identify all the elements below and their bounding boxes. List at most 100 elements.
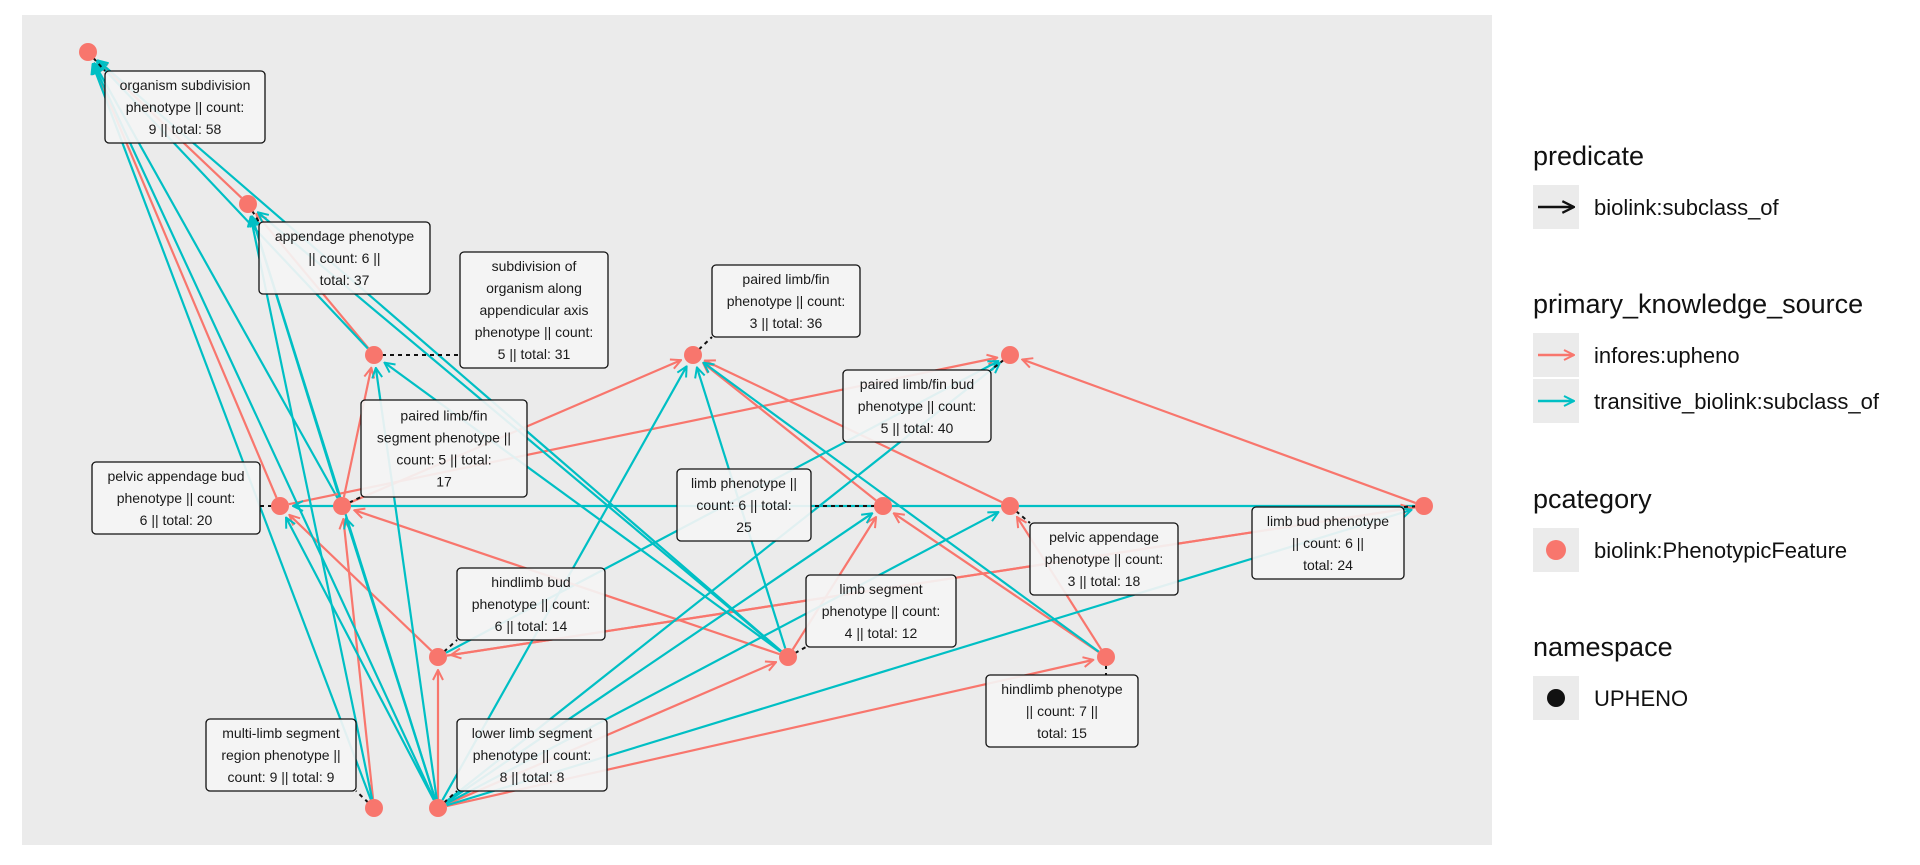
- edge-multi-limb-segment-to-organism-subdivision: [93, 64, 372, 800]
- edge-hindlimb-to-paired-limb-fin: [703, 363, 1100, 653]
- node-label-line: total: 24: [1303, 557, 1353, 573]
- node-label-line: pelvic appendage bud: [107, 468, 244, 484]
- node-label-box: [91, 461, 261, 535]
- edge-hindlimb-to-limb: [894, 513, 1100, 653]
- node-label-line: 6 || total: 20: [140, 512, 213, 528]
- node-label-line: total: 37: [320, 272, 370, 288]
- node-label-line: 25: [736, 519, 752, 535]
- node-label-line: limb segment: [839, 581, 922, 597]
- node-label-line: phenotype || count:: [858, 398, 977, 414]
- legend-label-subclass-of: biolink:subclass_of: [1594, 195, 1780, 220]
- node-label-line: appendage phenotype: [275, 228, 415, 244]
- node-label-box: [676, 468, 812, 542]
- node-label-line: paired limb/fin bud: [860, 376, 974, 392]
- legend-primary-knowledge-source: primary_knowledge_source infores:upheno …: [1533, 289, 1880, 423]
- node-label-line: region phenotype ||: [221, 747, 340, 763]
- legend-pcategory: pcategory biolink:PhenotypicFeature: [1533, 484, 1847, 572]
- node-label-line: 17: [436, 474, 452, 490]
- node-label-line: paired limb/fin: [742, 271, 829, 287]
- node-lower-limb-segment[interactable]: [429, 799, 447, 817]
- node-appendage[interactable]: [239, 195, 257, 213]
- node-label-box: [456, 718, 608, 792]
- node-paired-limb-fin-bud[interactable]: [1001, 346, 1019, 364]
- node-label-box: [456, 567, 606, 641]
- node-label-line: organism along: [486, 280, 582, 296]
- node-label-line: limb phenotype ||: [691, 475, 797, 491]
- node-label-line: phenotype || count:: [117, 490, 236, 506]
- node-label-multi-limb-segment: multi-limb segment region phenotype || cou…: [205, 718, 357, 792]
- node-label-limb-segment: limb segment phenotype || count: 4 || tota…: [805, 574, 957, 648]
- node-label-line: 8 || total: 8: [500, 769, 565, 785]
- node-label-limb-bud: limb bud phenotype || count: 6 || total: 2…: [1251, 506, 1405, 580]
- node-multi-limb-segment[interactable]: [365, 799, 383, 817]
- node-organism-subdivision[interactable]: [79, 43, 97, 61]
- node-label-limb: limb phenotype || count: 6 || total: 25: [676, 468, 812, 542]
- node-label-line: phenotype || count:: [822, 603, 941, 619]
- node-label-box: [1029, 522, 1179, 596]
- node-label-box: [1251, 506, 1405, 580]
- node-subdivision-axis[interactable]: [365, 346, 383, 364]
- node-limb-segment[interactable]: [779, 648, 797, 666]
- node-label-line: paired limb/fin: [400, 408, 487, 424]
- node-label-line: subdivision of: [492, 258, 577, 274]
- node-label-line: 4 || total: 12: [845, 625, 918, 641]
- node-label-paired-limb-fin: paired limb/fin phenotype || count: 3 || t…: [711, 264, 861, 338]
- edge-multi-limb-segment-to-appendage: [251, 217, 374, 800]
- node-layer: [79, 43, 1433, 817]
- node-pelvic-appendage-bud[interactable]: [271, 497, 289, 515]
- node-label-line: multi-limb segment: [222, 725, 340, 741]
- node-label-lower-limb-segment: lower limb segment phenotype || count: 8 |…: [456, 718, 608, 792]
- legend: predicate biolink:subclass_of primary_kn…: [1533, 141, 1880, 720]
- node-paired-limb-fin-segment[interactable]: [333, 497, 351, 515]
- legend-namespace: namespace UPHENO: [1533, 632, 1688, 720]
- node-label-line: hindlimb bud: [491, 574, 570, 590]
- node-label-line: lower limb segment: [472, 725, 593, 741]
- node-hindlimb-bud[interactable]: [429, 648, 447, 666]
- node-label-line: phenotype || count:: [473, 747, 592, 763]
- legend-label-upheno-namespace: UPHENO: [1594, 686, 1688, 711]
- node-pelvic-appendage[interactable]: [1001, 497, 1019, 515]
- edge-multi-limb-segment-to-paired-limb-fin-segment: [343, 519, 375, 800]
- node-label-line: || count: 6 ||: [308, 250, 380, 266]
- legend-title-namespace: namespace: [1533, 632, 1673, 662]
- legend-label-upheno: infores:upheno: [1594, 343, 1740, 368]
- node-limb[interactable]: [874, 497, 892, 515]
- node-label-line: appendicular axis: [480, 302, 589, 318]
- node-label-line: 5 || total: 40: [881, 420, 954, 436]
- node-label-box: [985, 674, 1139, 748]
- node-label-line: 6 || total: 14: [495, 618, 568, 634]
- edge-limb-bud-to-paired-limb-fin-bud: [1022, 359, 1416, 504]
- node-paired-limb-fin[interactable]: [684, 346, 702, 364]
- node-label-line: 5 || total: 31: [498, 346, 571, 362]
- node-label-line: pelvic appendage: [1049, 529, 1159, 545]
- legend-title-pcategory: pcategory: [1533, 484, 1652, 514]
- node-label-line: total: 15: [1037, 725, 1087, 741]
- node-label-pelvic-appendage-bud: pelvic appendage bud phenotype || count: 6…: [91, 461, 261, 535]
- node-label-line: segment phenotype ||: [377, 430, 511, 446]
- edge-paired-limb-fin-segment-to-subdivision-axis: [342, 368, 371, 498]
- legend-label-phenotypic-feature: biolink:PhenotypicFeature: [1594, 538, 1847, 563]
- edge-limb-to-paired-limb-fin: [703, 363, 877, 502]
- node-label-hindlimb-bud: hindlimb bud phenotype || count: 6 || tota…: [456, 567, 606, 641]
- node-label-line: limb bud phenotype: [1267, 513, 1389, 529]
- node-label-line: 3 || total: 36: [750, 315, 823, 331]
- node-label-subdivision-axis: subdivision of organism along appendicular…: [459, 251, 609, 369]
- node-limb-bud[interactable]: [1415, 497, 1433, 515]
- node-label-line: phenotype || count:: [1045, 551, 1164, 567]
- node-label-line: || count: 6 ||: [1292, 535, 1364, 551]
- node-label-box: [842, 369, 992, 443]
- node-label-line: phenotype || count:: [727, 293, 846, 309]
- node-label-box: [459, 251, 609, 369]
- node-label-appendage: appendage phenotype || count: 6 || total: …: [258, 221, 431, 295]
- node-hindlimb[interactable]: [1097, 648, 1115, 666]
- node-label-line: || count: 7 ||: [1026, 703, 1098, 719]
- legend-predicate: predicate biolink:subclass_of: [1533, 141, 1780, 229]
- node-label-line: count: 9 || total: 9: [228, 769, 335, 785]
- legend-dot-icon: [1547, 689, 1565, 707]
- node-label-line: phenotype || count:: [472, 596, 591, 612]
- node-label-line: count: 6 || total:: [696, 497, 791, 513]
